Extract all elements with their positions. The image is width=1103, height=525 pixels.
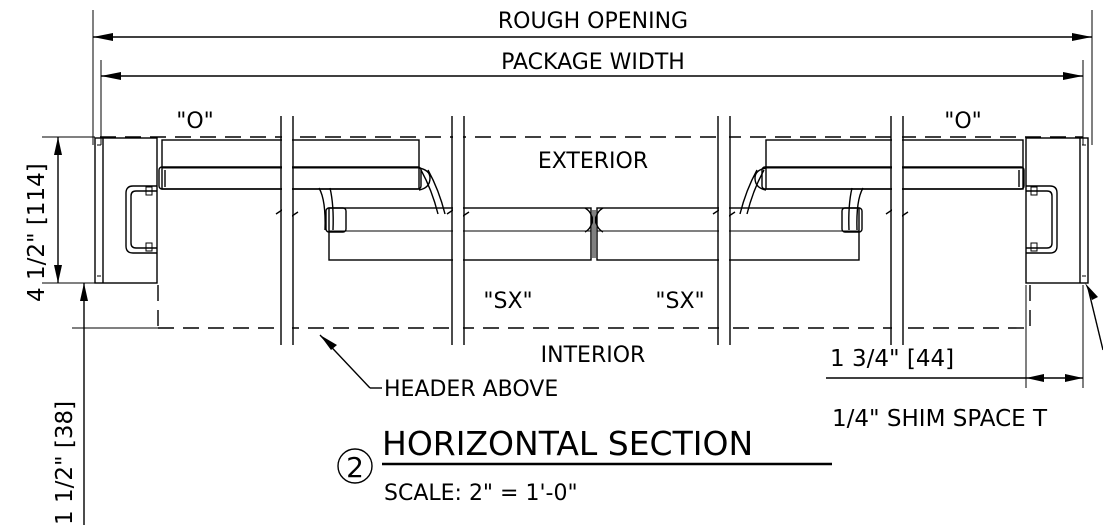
scale-label: SCALE: 2" = 1'-0" (384, 481, 578, 506)
rough-opening-dimension: ROUGH OPENING (92, 9, 1093, 145)
left-sliding-panel-label: "SX" (483, 289, 532, 314)
header-above-label: HEADER ABOVE (384, 377, 558, 402)
left-vertical-dimension-label: 4 1/2" [114] (24, 163, 50, 302)
right-jamb-dimension-label: 1 3/4" [44] (830, 346, 954, 372)
left-jamb-frame (94, 137, 158, 284)
right-jamb-frame (1025, 137, 1089, 284)
left-lower-vertical-dimension-label: 1 1/2" [38] (52, 401, 78, 525)
header-above-leader: HEADER ABOVE (319, 334, 558, 402)
right-fixed-panel (754, 139, 1025, 191)
shim-space-leader: 1/4" SHIM SPACE T (832, 283, 1103, 432)
left-fixed-panel-label: "O" (176, 109, 214, 134)
section-number-circle (337, 448, 373, 484)
left-fixed-panel (158, 139, 431, 191)
exterior-label: EXTERIOR (538, 149, 648, 174)
left-vertical-dimension: 4 1/2" [114] (24, 136, 95, 302)
shim-space-label: 1/4" SHIM SPACE T (832, 406, 1048, 432)
right-fixed-panel-label: "O" (944, 109, 982, 134)
interlock-curves (420, 169, 765, 215)
left-lower-vertical-dimension: 1 1/2" [38] (52, 283, 158, 525)
right-jamb-dimension: 1 3/4" [44] (826, 285, 1084, 388)
break-gaps (282, 117, 902, 344)
section-title: HORIZONTAL SECTION (382, 424, 753, 463)
package-width-label: PACKAGE WIDTH (501, 50, 685, 75)
break-lines (275, 116, 909, 345)
header-outline (100, 136, 1083, 329)
package-width-dimension: PACKAGE WIDTH (100, 50, 1084, 145)
interior-label: INTERIOR (541, 343, 646, 368)
rough-opening-label: ROUGH OPENING (498, 9, 688, 34)
section-title-block: 2 HORIZONTAL SECTION SCALE: 2" = 1'-0" (337, 424, 832, 506)
right-sliding-panel-label: "SX" (655, 289, 704, 314)
section-number: 2 (346, 451, 364, 484)
